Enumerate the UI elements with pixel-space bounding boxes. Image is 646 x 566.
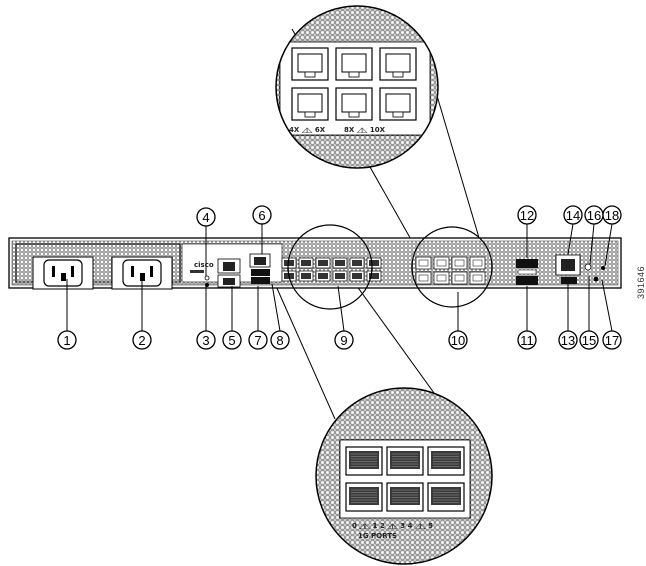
callout-2-label: 2 xyxy=(138,333,145,348)
callout-17-circle xyxy=(602,330,622,350)
callout-8-circle xyxy=(270,330,290,350)
callout-5-circle xyxy=(222,330,242,350)
callout-15-label: 15 xyxy=(582,333,596,348)
callout-1-label: 1 xyxy=(63,333,70,348)
callout-14-label: 14 xyxy=(566,208,580,223)
svg-text:cisco: cisco xyxy=(194,261,214,269)
callout-18-circle xyxy=(602,205,622,225)
console-usb-ports xyxy=(249,253,271,284)
callout-3-label: 3 xyxy=(202,333,209,348)
callout-17-label: 17 xyxy=(605,333,619,348)
zoom-top-port-label: 4X ◿◺ 6X xyxy=(289,126,326,134)
cisco-logo: cisco xyxy=(190,261,214,273)
callout-2-circle xyxy=(132,330,152,350)
callout-14-circle xyxy=(563,205,583,225)
callout-15-circle xyxy=(579,330,599,350)
callout-1-circle xyxy=(57,330,77,350)
callout-4-label: 4 xyxy=(202,210,209,225)
router-chassis: cisco xyxy=(8,237,622,290)
callout-11-label: 11 xyxy=(520,333,534,348)
callout-3-circle xyxy=(196,330,216,350)
callout-8-label: 8 xyxy=(276,333,283,348)
status-led-4 xyxy=(204,275,210,281)
zoom-bottom-ports-caption: 1G PORTS xyxy=(358,532,397,540)
callout-7-circle xyxy=(248,330,268,350)
callout-9-circle xyxy=(334,330,354,350)
expansion-ports xyxy=(516,259,538,285)
zoom-detail-rj45: 4X ◿◺ 6X 8X ◿◺ 10X xyxy=(275,5,439,169)
callout-5-label: 5 xyxy=(228,333,235,348)
callout-10-label: 10 xyxy=(451,333,465,348)
callout-13-label: 13 xyxy=(561,333,575,348)
zoom-top-port-label-2: 8X ◿◺ 10X xyxy=(344,126,386,134)
callout-13-circle xyxy=(558,330,578,350)
management-ports xyxy=(217,258,241,288)
callout-4-circle xyxy=(196,207,216,227)
callout-6-circle xyxy=(252,205,272,225)
callout-7-label: 7 xyxy=(254,333,261,348)
callout-12-label: 12 xyxy=(520,208,534,223)
callout-9-label: 9 xyxy=(340,333,347,348)
figure-number: 391646 xyxy=(636,266,646,300)
callout-16-label: 16 xyxy=(587,208,601,223)
zoom-area-rj45 xyxy=(411,226,493,308)
zoom-bottom-port-label: 0 ◿◺ 1 2 ◿◺ 3 4 ◿◺ 5 xyxy=(352,522,433,530)
callout-10-circle xyxy=(448,330,468,350)
callout-18-label: 18 xyxy=(605,208,619,223)
callout-6-label: 6 xyxy=(258,208,265,223)
zoom-area-sfp xyxy=(287,224,373,310)
right-panel-ports xyxy=(555,254,605,284)
callout-12-circle xyxy=(517,205,537,225)
zoom-detail-sfp: 0 ◿◺ 1 2 ◿◺ 3 4 ◿◺ 5 1G PORTS xyxy=(315,387,493,565)
power-inlet-1 xyxy=(32,256,94,290)
callout-11-circle xyxy=(517,330,537,350)
rj45-port-block xyxy=(415,256,486,285)
